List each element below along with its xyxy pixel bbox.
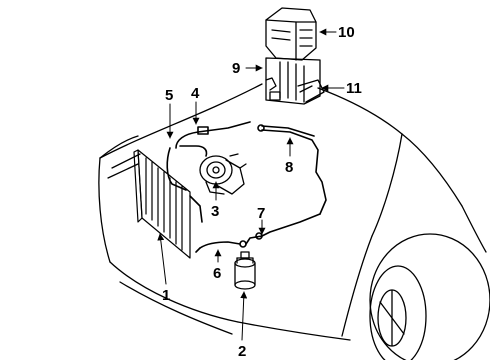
callout-labels: 1 2 3 4 5 6 7 8 9 10 11 <box>162 24 362 360</box>
evaporator-case <box>265 7 325 105</box>
callout-2: 2 <box>238 343 246 360</box>
refrigerant-lines <box>166 121 327 253</box>
leader-lines <box>157 28 345 341</box>
callout-9: 9 <box>232 60 240 77</box>
callout-11: 11 <box>346 80 362 97</box>
callout-1: 1 <box>162 287 170 304</box>
receiver-drier <box>234 251 256 290</box>
callout-6: 6 <box>213 265 221 282</box>
front-wheel <box>369 233 490 360</box>
compressor <box>199 153 247 195</box>
callout-4: 4 <box>191 85 200 102</box>
callout-7: 7 <box>257 205 265 222</box>
callout-3: 3 <box>211 203 219 220</box>
vehicle-body-outline <box>98 83 487 341</box>
condenser <box>133 149 191 259</box>
callout-10: 10 <box>338 24 355 41</box>
callout-8: 8 <box>285 159 293 176</box>
callout-5: 5 <box>165 87 173 104</box>
